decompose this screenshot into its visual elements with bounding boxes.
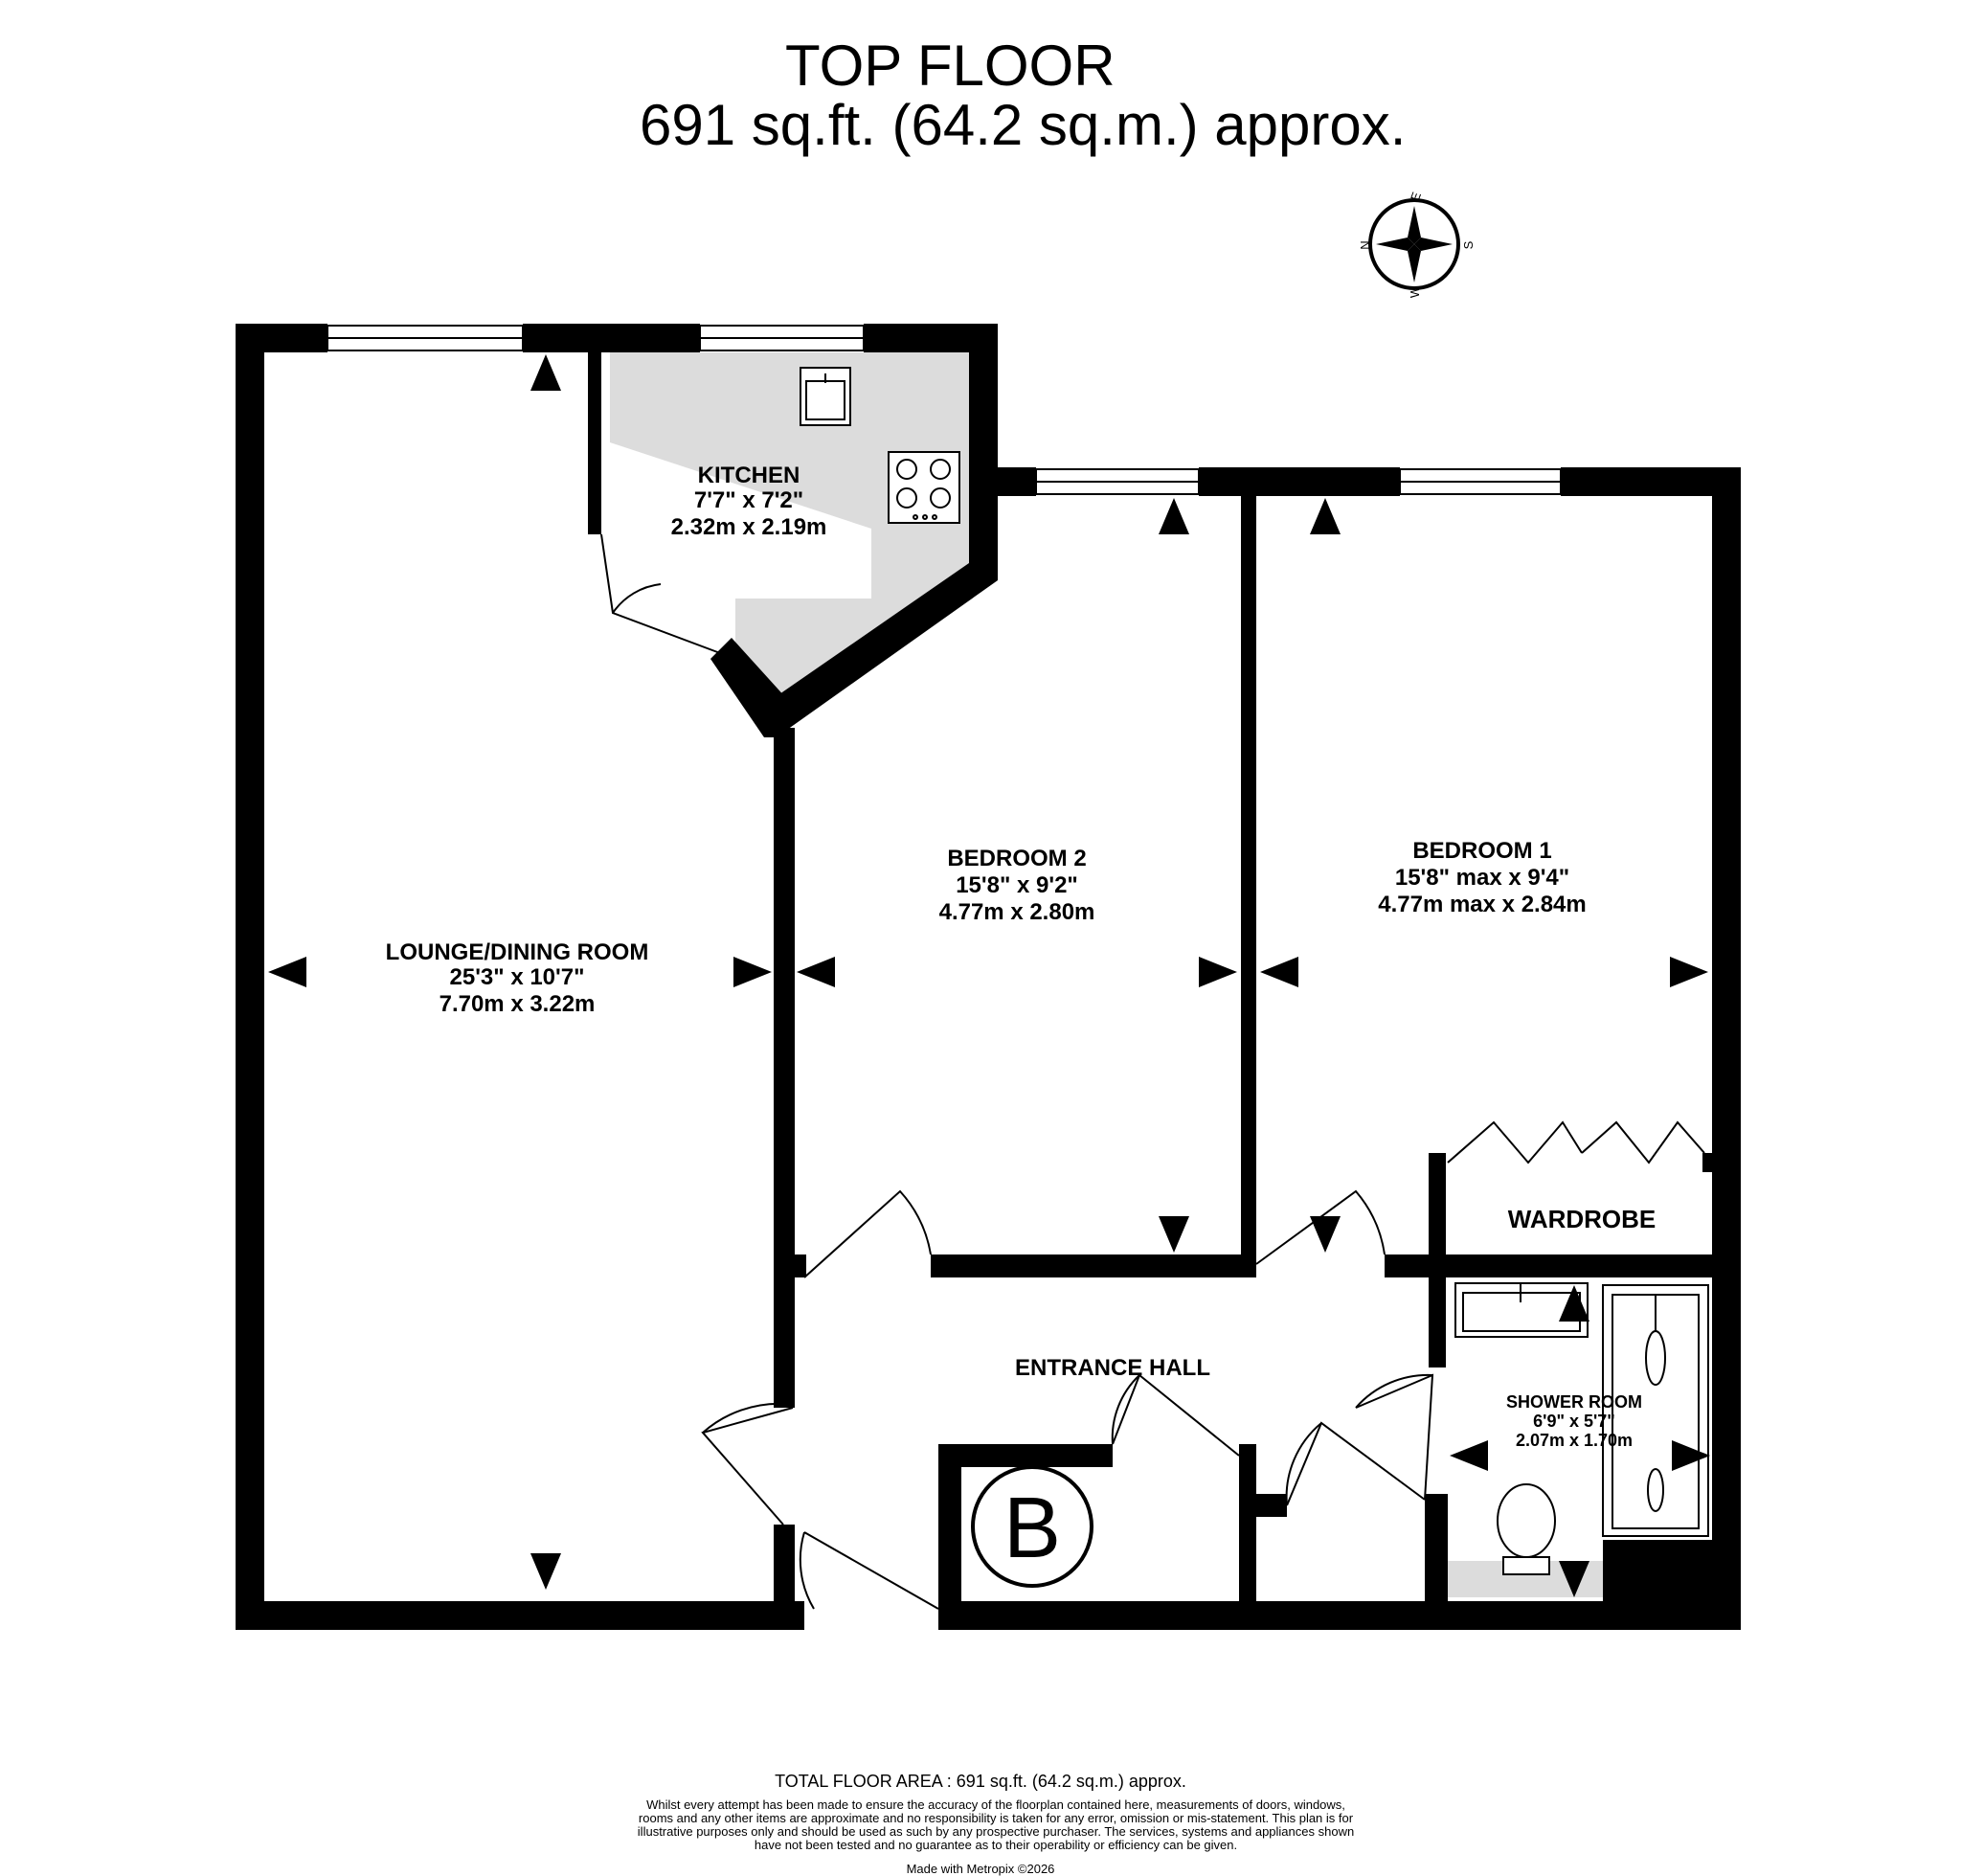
bedroom2-name: BEDROOM 2 xyxy=(947,846,1086,871)
windows xyxy=(327,325,1562,495)
dimension-arrows xyxy=(268,354,1710,1597)
compass-icon: N E S W xyxy=(1358,190,1476,298)
lounge-name: LOUNGE/DINING ROOM xyxy=(386,939,649,965)
wardrobe-label: WARDROBE xyxy=(1508,1205,1657,1233)
kitchen-metric: 2.32m x 2.19m xyxy=(671,514,827,540)
boiler-symbol: B xyxy=(1003,1480,1061,1576)
lounge-metric: 7.70m x 3.22m xyxy=(440,991,596,1017)
shower-icon xyxy=(1602,1284,1709,1537)
bedroom2-imperial: 15'8" x 9'2" xyxy=(956,872,1078,898)
compass-s: S xyxy=(1461,240,1476,249)
compass-w: W xyxy=(1408,285,1422,298)
toilet-icon xyxy=(1497,1483,1556,1575)
floor-title: TOP FLOOR xyxy=(785,34,1116,98)
kitchen-name: KITCHEN xyxy=(698,463,800,488)
bedroom1-name: BEDROOM 1 xyxy=(1412,838,1551,864)
shower-imperial: 6'9" x 5'7" xyxy=(1533,1412,1615,1431)
bedroom2-metric: 4.77m x 2.80m xyxy=(939,899,1095,925)
bedroom1-metric: 4.77m max x 2.84m xyxy=(1378,892,1587,917)
floor-area: 691 sq.ft. (64.2 sq.m.) approx. xyxy=(640,93,1407,157)
doors xyxy=(600,533,1705,1610)
kitchen-sink-icon xyxy=(800,367,851,426)
footer-credit: Made with Metropix ©2026 xyxy=(906,1862,1055,1876)
entrance-hall-label: ENTRANCE HALL xyxy=(1015,1355,1210,1381)
room-label-lounge: LOUNGE/DINING ROOM 25'3" x 10'7" 7.70m x… xyxy=(386,939,649,1017)
compass-n: N xyxy=(1358,240,1372,249)
basin-icon xyxy=(1454,1282,1589,1338)
shower-name: SHOWER ROOM xyxy=(1506,1392,1642,1412)
room-label-shower: SHOWER ROOM 6'9" x 5'7" 2.07m x 1.70m xyxy=(1506,1392,1642,1450)
shower-metric: 2.07m x 1.70m xyxy=(1516,1431,1633,1450)
walls xyxy=(236,324,1741,1630)
boiler-icon: B xyxy=(971,1465,1093,1588)
kitchen-imperial: 7'7" x 7'2" xyxy=(694,487,803,513)
lounge-imperial: 25'3" x 10'7" xyxy=(450,964,585,990)
room-label-kitchen: KITCHEN 7'7" x 7'2" 2.32m x 2.19m xyxy=(671,463,827,540)
footer-disclaimer: Whilst every attempt has been made to en… xyxy=(637,1797,1355,1852)
room-label-bedroom1: BEDROOM 1 15'8" max x 9'4" 4.77m max x 2… xyxy=(1378,838,1587,917)
footer-total-area: TOTAL FLOOR AREA : 691 sq.ft. (64.2 sq.m… xyxy=(775,1772,1186,1791)
room-label-bedroom2: BEDROOM 2 15'8" x 9'2" 4.77m x 2.80m xyxy=(939,846,1095,925)
hob-icon xyxy=(888,451,960,524)
bedroom1-imperial: 15'8" max x 9'4" xyxy=(1395,865,1569,891)
kitchen-floor xyxy=(610,352,972,709)
